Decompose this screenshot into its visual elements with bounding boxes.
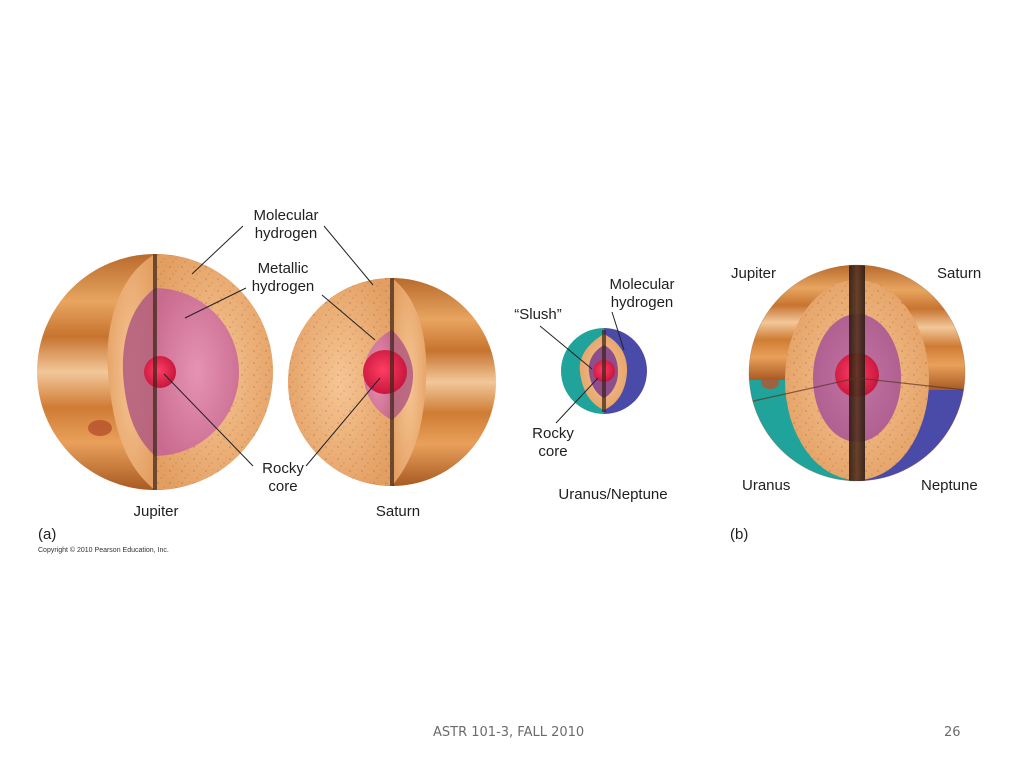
figure-a-label: (a) [38, 526, 57, 543]
label-metallic-hydrogen: Metallic hydrogen [251, 260, 315, 295]
label-saturn-a: Saturn [375, 503, 421, 520]
combined-cutaway [748, 264, 966, 482]
jupiter-cutaway [37, 254, 273, 490]
leader-lines [163, 225, 625, 467]
footer-course: ASTR 101-3, FALL 2010 [433, 725, 585, 740]
label-jupiter-a: Jupiter [133, 503, 179, 520]
copyright-text: Copyright © 2010 Pearson Education, Inc. [38, 547, 169, 554]
label-molecular-hydrogen: Molecular hydrogen [253, 207, 319, 242]
label-uranus-neptune: Uranus/Neptune [558, 486, 668, 503]
label-rocky-core-small: Rocky core [532, 425, 574, 460]
footer-page-number: 26 [944, 725, 961, 740]
label-saturn-b: Saturn [937, 265, 982, 282]
label-slush: “Slush” [514, 306, 562, 323]
uranus-neptune-cutaway [561, 328, 647, 414]
label-jupiter-b: Jupiter [731, 265, 777, 282]
label-molecular-hydrogen-small: Molecular hydrogen [609, 276, 675, 311]
saturn-cutaway [288, 278, 496, 486]
label-neptune-b: Neptune [921, 477, 978, 494]
figure-b-label: (b) [730, 526, 749, 543]
label-rocky-core: Rocky core [262, 460, 304, 495]
label-uranus-b: Uranus [742, 477, 791, 494]
